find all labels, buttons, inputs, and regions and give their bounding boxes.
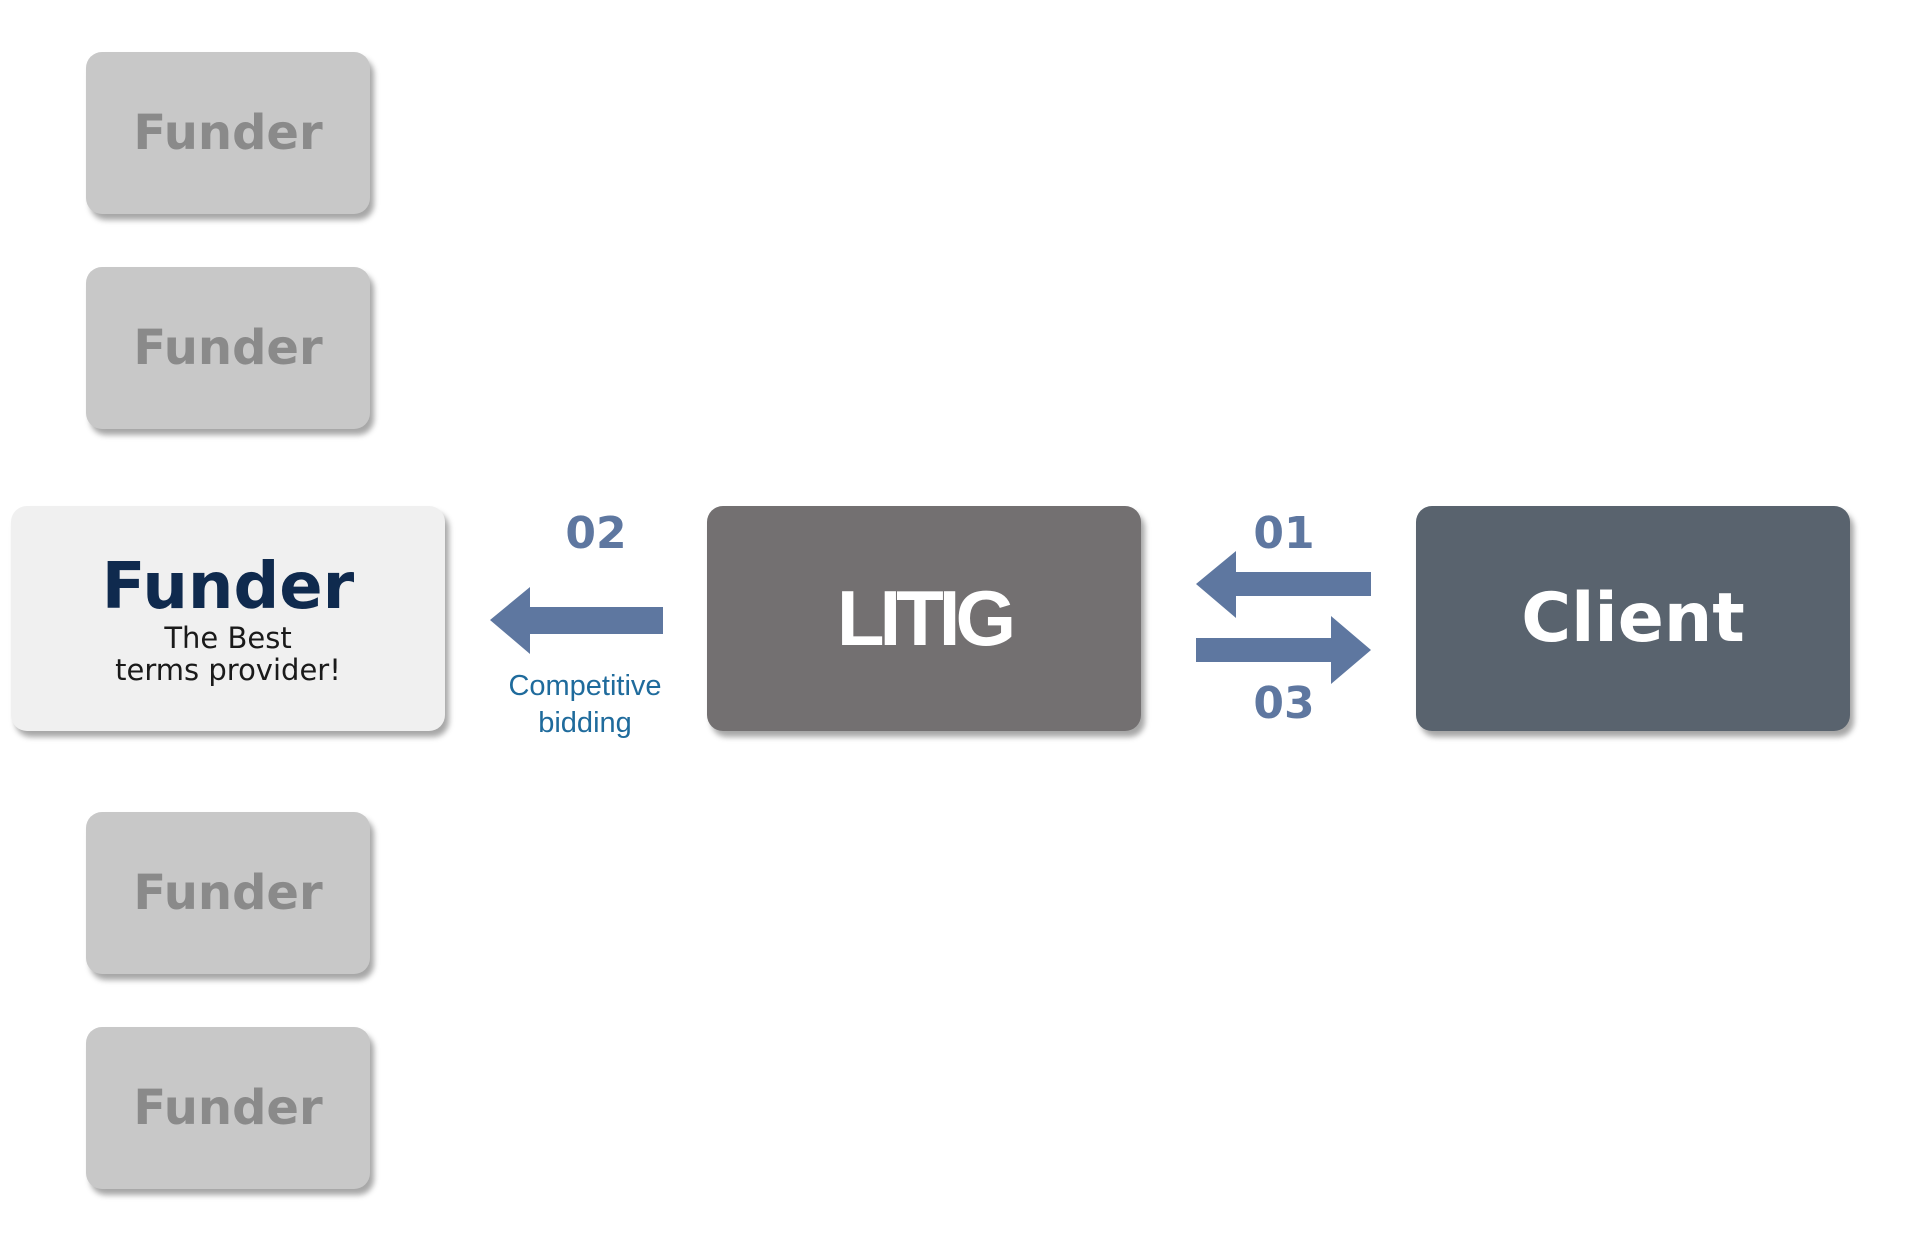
funder-label-1: Funder — [133, 105, 323, 161]
funder-box-3: Funder — [86, 812, 370, 974]
step-label-01: 01 — [1253, 508, 1315, 559]
funder-box-4: Funder — [86, 1027, 370, 1189]
step-label-02: 02 — [565, 508, 627, 559]
selected-funder-subtitle-line2: terms provider! — [115, 652, 341, 687]
arrow-left-icon — [490, 587, 663, 654]
funder-box-2: Funder — [86, 267, 370, 429]
selected-funder-box: Funder The Best terms provider! — [11, 506, 445, 731]
funder-label-2: Funder — [133, 320, 323, 376]
funder-label-3: Funder — [133, 865, 323, 921]
funder-label-4: Funder — [133, 1080, 323, 1136]
client-label: Client — [1521, 579, 1745, 658]
caption-line2: bidding — [538, 707, 632, 739]
step-label-03: 03 — [1253, 678, 1315, 729]
arrow-right-icon-lower — [1196, 616, 1371, 684]
selected-funder-title: Funder — [101, 549, 355, 624]
competitive-bidding-caption: Competitive bidding — [475, 668, 695, 742]
funder-box-1: Funder — [86, 52, 370, 214]
litig-box: LITIG — [707, 506, 1141, 731]
selected-funder-subtitle-line1: The Best — [164, 620, 292, 655]
arrow-left-icon-upper — [1196, 551, 1371, 618]
client-box: Client — [1416, 506, 1850, 731]
caption-line1: Competitive — [508, 670, 662, 702]
litig-logo: LITIG — [836, 574, 1016, 662]
